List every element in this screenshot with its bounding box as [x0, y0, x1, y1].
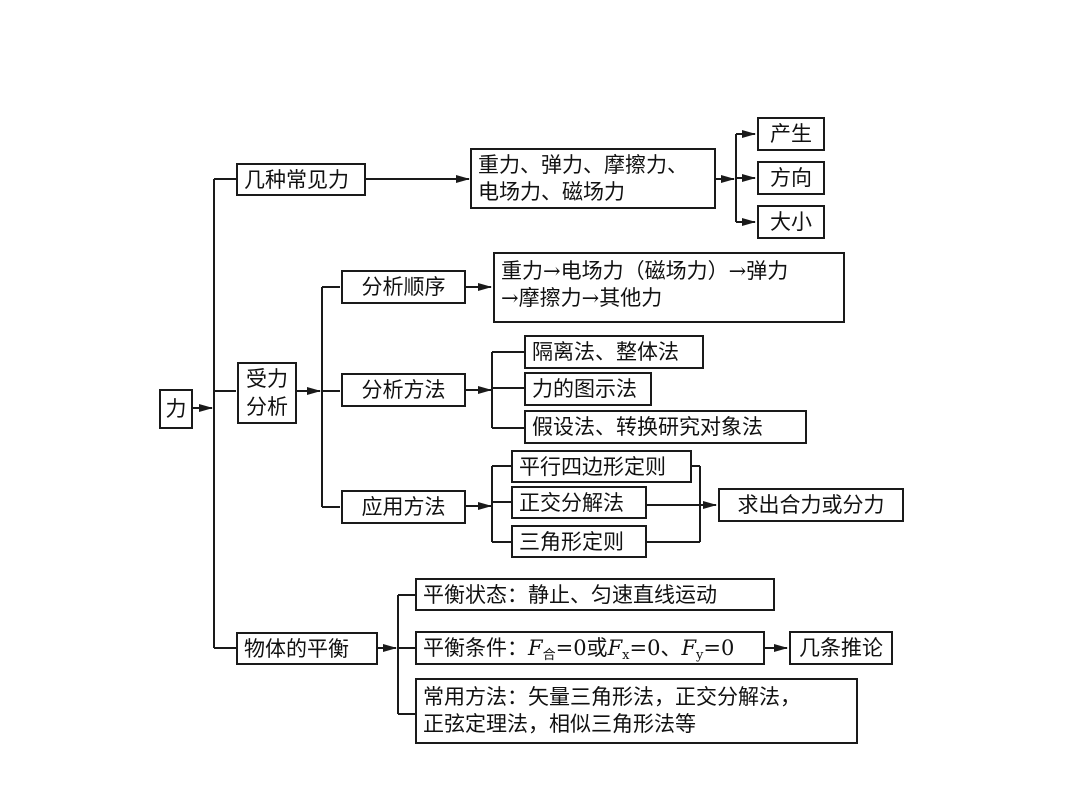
root-label: 力	[165, 397, 187, 421]
common-forces-node: 几种常见力	[236, 163, 366, 196]
application-methods-label: 应用方法	[361, 495, 446, 519]
rule-parallelogram-box: 平行四边形定则	[511, 450, 692, 483]
aspect-generation-label: 产生	[770, 122, 812, 146]
condition-mid: =0或	[555, 636, 608, 660]
condition-end: =0	[703, 636, 735, 660]
condition-prefix: 平衡条件：	[423, 636, 528, 660]
analysis-methods-node: 分析方法	[341, 373, 466, 407]
analysis-sequence-line2: →摩擦力→其他力	[501, 286, 663, 310]
condition-separator: =0、	[629, 636, 682, 660]
analysis-order-label: 分析顺序	[361, 275, 446, 299]
inference-label: 几条推论	[799, 636, 883, 660]
aspect-direction-box: 方向	[757, 161, 825, 195]
equilibrium-condition-formula: 平衡条件：F合=0或Fx=0、Fy=0	[423, 636, 735, 663]
rule-orthogonal-label: 正交分解法	[519, 491, 624, 515]
application-methods-node: 应用方法	[341, 490, 466, 524]
force-analysis-node: 受力 分析	[237, 362, 297, 424]
aspect-generation-box: 产生	[757, 117, 825, 151]
subscript-x: x	[622, 648, 630, 663]
equilibrium-state-label: 平衡状态：静止、匀速直线运动	[423, 583, 717, 607]
force-types-box: 重力、弹力、摩擦力、 电场力、磁场力	[470, 148, 716, 209]
force-symbol-x: F	[607, 636, 623, 660]
common-methods-box: 常用方法：矢量三角形法，正交分解法， 正弦定理法，相似三角形法等	[415, 678, 858, 744]
common-forces-label: 几种常见力	[244, 168, 349, 192]
force-analysis-line1: 受力	[246, 367, 288, 391]
equilibrium-node: 物体的平衡	[236, 632, 378, 665]
analysis-methods-label: 分析方法	[361, 378, 446, 402]
method-assumption-box: 假设法、转换研究对象法	[524, 410, 807, 444]
analysis-order-node: 分析顺序	[341, 270, 466, 304]
equilibrium-label: 物体的平衡	[244, 637, 349, 661]
force-symbol-y: F	[681, 636, 697, 660]
rule-triangle-label: 三角形定则	[519, 530, 624, 554]
rule-triangle-box: 三角形定则	[511, 525, 647, 558]
common-methods-line2: 正弦定理法，相似三角形法等	[423, 712, 696, 736]
equilibrium-condition-box: 平衡条件：F合=0或Fx=0、Fy=0	[415, 631, 765, 665]
method-diagram-box: 力的图示法	[524, 372, 652, 406]
rule-orthogonal-box: 正交分解法	[511, 486, 647, 519]
force-analysis-line2: 分析	[246, 395, 288, 419]
force-types-line2: 电场力、磁场力	[478, 180, 625, 204]
method-diagram-label: 力的图示法	[532, 377, 637, 401]
force-types-line1: 重力、弹力、摩擦力、	[478, 153, 688, 177]
common-methods-line1: 常用方法：矢量三角形法，正交分解法，	[423, 685, 801, 709]
aspect-magnitude-label: 大小	[770, 210, 812, 234]
equilibrium-state-box: 平衡状态：静止、匀速直线运动	[415, 578, 775, 611]
subscript-y: y	[696, 648, 704, 663]
method-assumption-label: 假设法、转换研究对象法	[532, 415, 763, 439]
method-isolation-box: 隔离法、整体法	[524, 335, 704, 369]
method-isolation-label: 隔离法、整体法	[532, 340, 679, 364]
resultant-force-box: 求出合力或分力	[718, 488, 904, 522]
resultant-force-label: 求出合力或分力	[737, 493, 885, 517]
aspect-direction-label: 方向	[770, 166, 812, 190]
rule-parallelogram-label: 平行四边形定则	[519, 455, 666, 479]
root-node: 力	[159, 389, 193, 429]
aspect-magnitude-box: 大小	[757, 205, 825, 239]
analysis-sequence-line1: 重力→电场力（磁场力）→弹力	[501, 259, 789, 283]
subscript-total: 合	[542, 648, 556, 663]
force-symbol-total: F	[528, 636, 543, 660]
analysis-sequence-box: 重力→电场力（磁场力）→弹力 →摩擦力→其他力	[493, 252, 845, 323]
inference-box: 几条推论	[789, 631, 893, 665]
